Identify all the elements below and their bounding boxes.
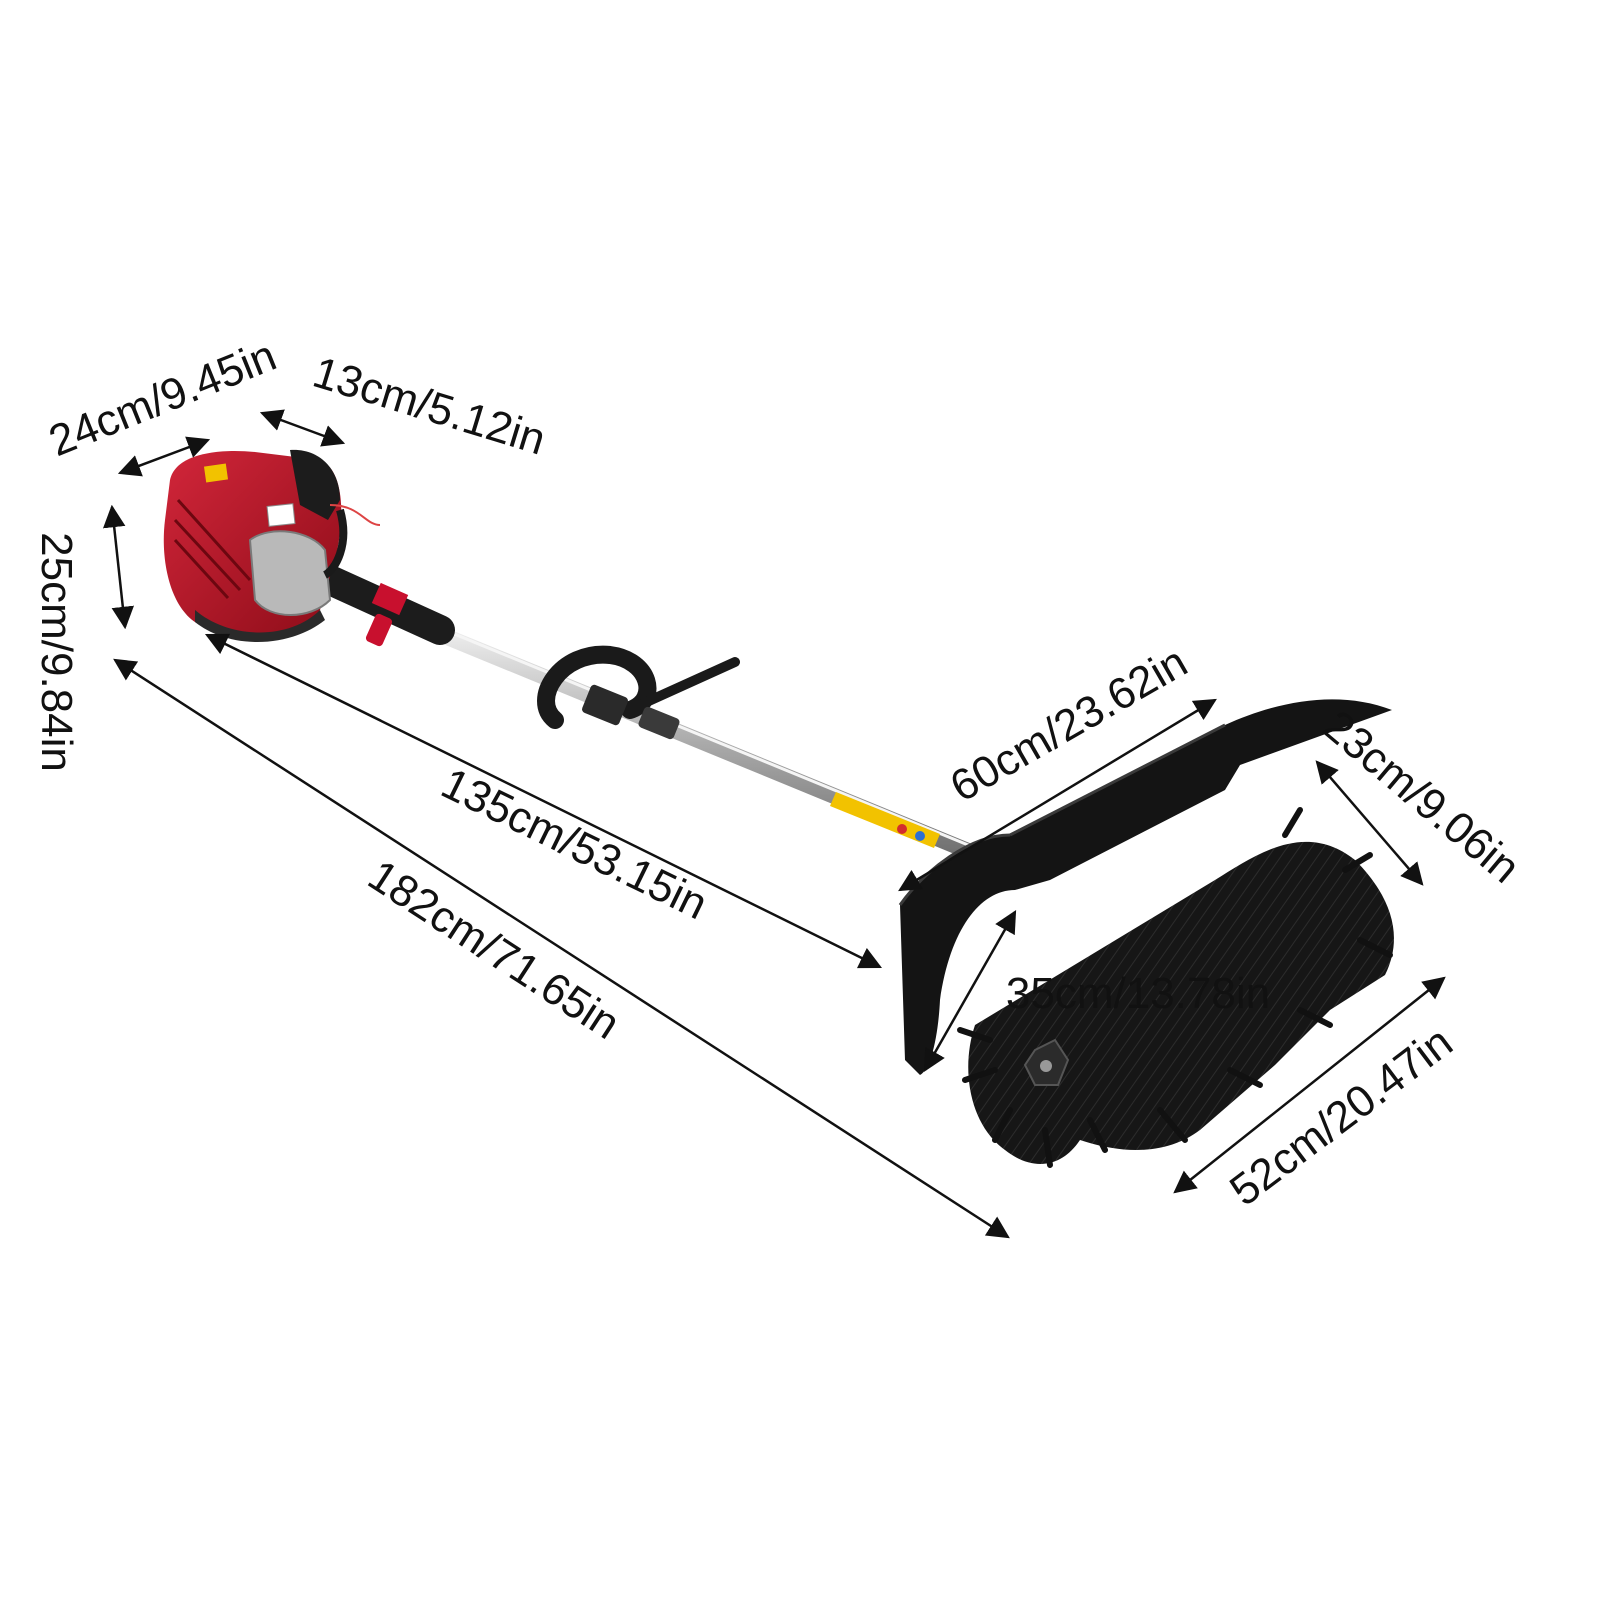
brush-width-arrow — [898, 698, 1217, 892]
dimension-arrows — [102, 409, 1446, 1239]
sweeper-illustration — [163, 449, 1394, 1168]
brush-height-arrow — [1315, 760, 1424, 886]
engine-depth-arrow — [259, 409, 346, 447]
brush-diameter-label: 35cm/13.78in — [1006, 969, 1270, 1018]
engine-unit — [163, 449, 381, 643]
engine-depth-label: 13cm/5.12in — [307, 348, 551, 465]
engine-vents — [173, 498, 252, 600]
engine-width-label: 24cm/9.45in — [42, 331, 283, 466]
shaft-length-label: 135cm/53.15in — [434, 759, 715, 930]
brush-diameter-arrow — [923, 910, 1017, 1072]
brush-length-arrow — [1173, 976, 1446, 1194]
engine-width-arrow — [117, 436, 211, 477]
total-length-arrow — [113, 658, 1010, 1239]
total-length-label: 182cm/71.65in — [360, 851, 629, 1049]
engine-height-label: 25cm/9.84in — [32, 532, 81, 772]
throttle-grip — [315, 565, 455, 647]
engine-height-arrow — [102, 504, 135, 630]
